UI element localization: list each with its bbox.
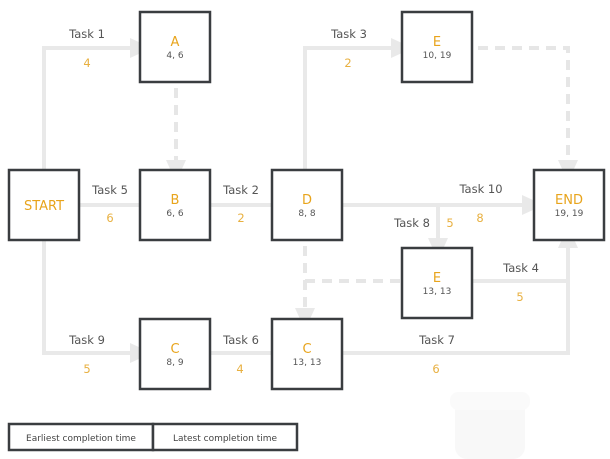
node-name: C <box>302 342 311 357</box>
node-values: 13, 13 <box>293 358 322 368</box>
task-label: Task 8 <box>393 216 430 230</box>
node-start[interactable]: START <box>7 168 81 242</box>
task-duration: 5 <box>446 216 453 230</box>
task-label: Task 3 <box>330 27 367 41</box>
node-values: 13, 13 <box>423 287 452 297</box>
background-bottle-watermark <box>450 392 530 459</box>
edge-task1 <box>42 46 132 170</box>
task-label: Task 10 <box>458 182 502 196</box>
task-label: Task 5 <box>91 183 128 197</box>
node-values: 6, 6 <box>166 209 183 219</box>
node-values: 8, 9 <box>166 358 183 368</box>
node-a[interactable]: A 4, 6 <box>138 10 212 84</box>
node-name: END <box>555 193 583 208</box>
node-b[interactable]: B 6, 6 <box>138 168 212 242</box>
node-name: A <box>171 35 180 50</box>
edge-dummy-e-end <box>478 46 570 160</box>
legend-latest: Latest completion time <box>173 434 278 444</box>
task-duration: 2 <box>237 211 244 225</box>
node-c-mid[interactable]: C 13, 13 <box>270 317 344 391</box>
node-values: 19, 19 <box>555 209 584 219</box>
task-label: Task 4 <box>502 261 539 275</box>
legend: Earliest completion time Latest completi… <box>7 422 299 452</box>
node-d[interactable]: D 8, 8 <box>270 168 344 242</box>
node-name: D <box>302 193 312 208</box>
node-c-left[interactable]: C 8, 9 <box>138 317 212 391</box>
task-duration: 6 <box>432 362 439 376</box>
task-duration: 5 <box>83 362 90 376</box>
task-duration: 4 <box>83 56 90 70</box>
edge-task3 <box>303 46 394 170</box>
node-name: C <box>170 342 179 357</box>
legend-earliest: Earliest completion time <box>26 434 136 444</box>
edge-task9 <box>42 240 132 355</box>
edge-task7 <box>342 245 570 355</box>
task-duration: 4 <box>236 362 243 376</box>
task-label: Task 2 <box>222 183 259 197</box>
node-e-top[interactable]: E 10, 19 <box>400 10 474 84</box>
node-values: 4, 6 <box>166 51 183 61</box>
node-values: 8, 8 <box>298 209 315 219</box>
task-duration: 5 <box>516 290 523 304</box>
task-label: Task 6 <box>222 333 259 347</box>
node-end[interactable]: END 19, 19 <box>532 168 606 242</box>
task-label: Task 1 <box>68 27 105 41</box>
node-name: E <box>433 35 441 50</box>
task-label: Task 9 <box>68 333 105 347</box>
node-e-mid[interactable]: E 13, 13 <box>400 246 474 320</box>
task-label: Task 7 <box>418 333 455 347</box>
node-name: B <box>171 193 180 208</box>
node-values: 10, 19 <box>423 51 452 61</box>
node-name: START <box>24 199 64 214</box>
task-labels: Task 1 4 Task 5 6 Task 2 2 Task 3 2 Task… <box>68 27 539 376</box>
node-name: E <box>433 271 441 286</box>
task-duration: 2 <box>344 56 351 70</box>
task-duration: 6 <box>106 211 113 225</box>
task-duration: 8 <box>476 211 483 225</box>
